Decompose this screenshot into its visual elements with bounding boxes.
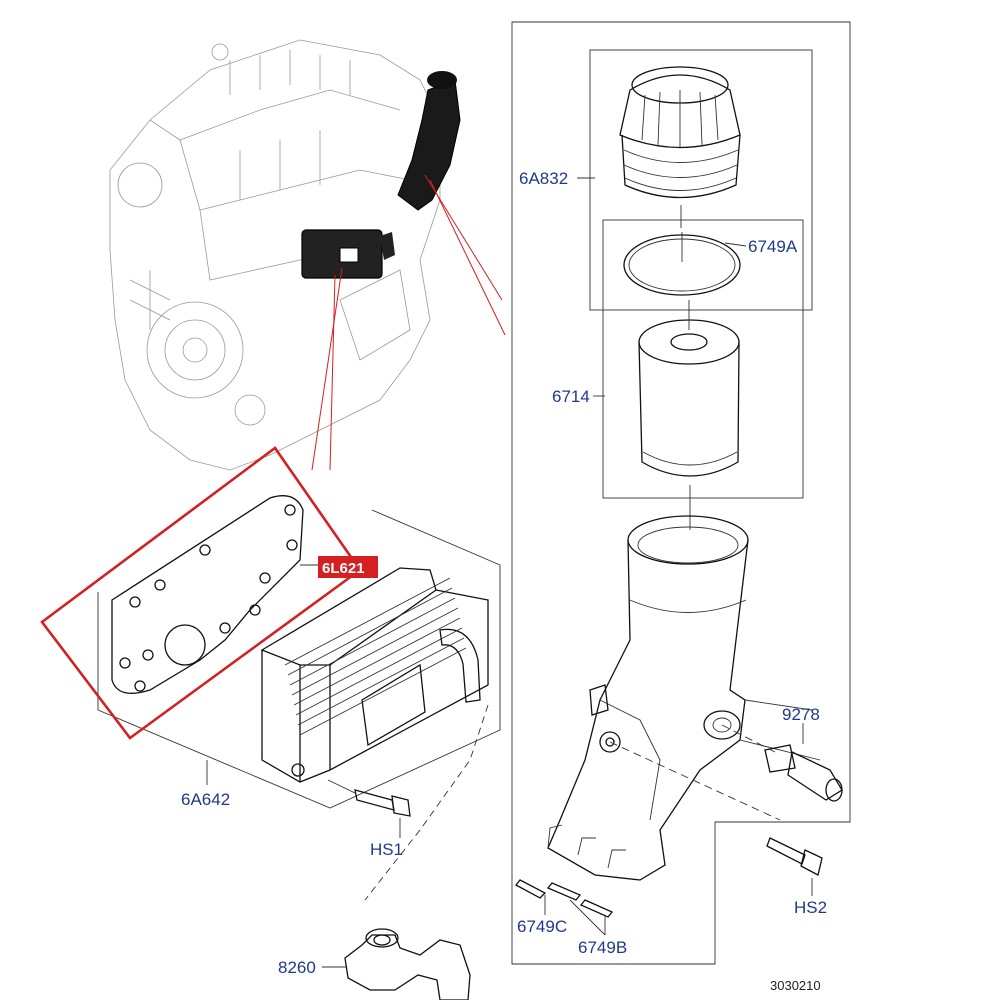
filter-element [638, 300, 740, 477]
filter-cap [619, 66, 741, 199]
label-seal-c: 6749C [517, 917, 567, 936]
oil-cooler-group-frame [97, 509, 501, 809]
oil-cooler-gasket [111, 495, 304, 694]
bolt-hs1 [327, 779, 411, 817]
label-bolt-hs2: HS2 [794, 898, 827, 917]
pressure-switch [764, 744, 843, 802]
gasket-highlight-frame [40, 446, 362, 740]
axis-hs2 [609, 741, 781, 821]
filter-housing [547, 515, 821, 881]
label-hose: 8260 [278, 958, 316, 977]
label-oil-cooler-gasket: 6L621 [322, 560, 365, 577]
oil-cooler [260, 567, 489, 783]
figure-number: 3030210 [770, 978, 821, 993]
highlight-badge [318, 556, 378, 578]
axis-9278 [721, 724, 776, 753]
hose-connection-dashed [364, 704, 489, 901]
callout-line-cooler [311, 267, 343, 471]
label-o-ring: 6749A [748, 237, 798, 256]
callout-line-cooler-2 [329, 274, 336, 471]
callout-line-filter-2 [429, 179, 506, 336]
label-filter-cap: 6A832 [519, 169, 568, 188]
filter-assembly-frame [511, 21, 851, 965]
label-oil-cooler: 6A642 [181, 790, 230, 809]
label-pressure-switch: 9278 [782, 705, 820, 724]
seals [515, 879, 614, 918]
engine-illustration [109, 39, 461, 471]
element-subframe [602, 219, 804, 499]
cap-subframe [589, 49, 813, 311]
label-bolt-hs1: HS1 [370, 840, 403, 859]
bolt-hs2 [766, 837, 823, 876]
label-filter-element: 6714 [552, 387, 590, 406]
hose-8260 [344, 928, 471, 1000]
label-seal-b: 6749B [578, 938, 627, 957]
